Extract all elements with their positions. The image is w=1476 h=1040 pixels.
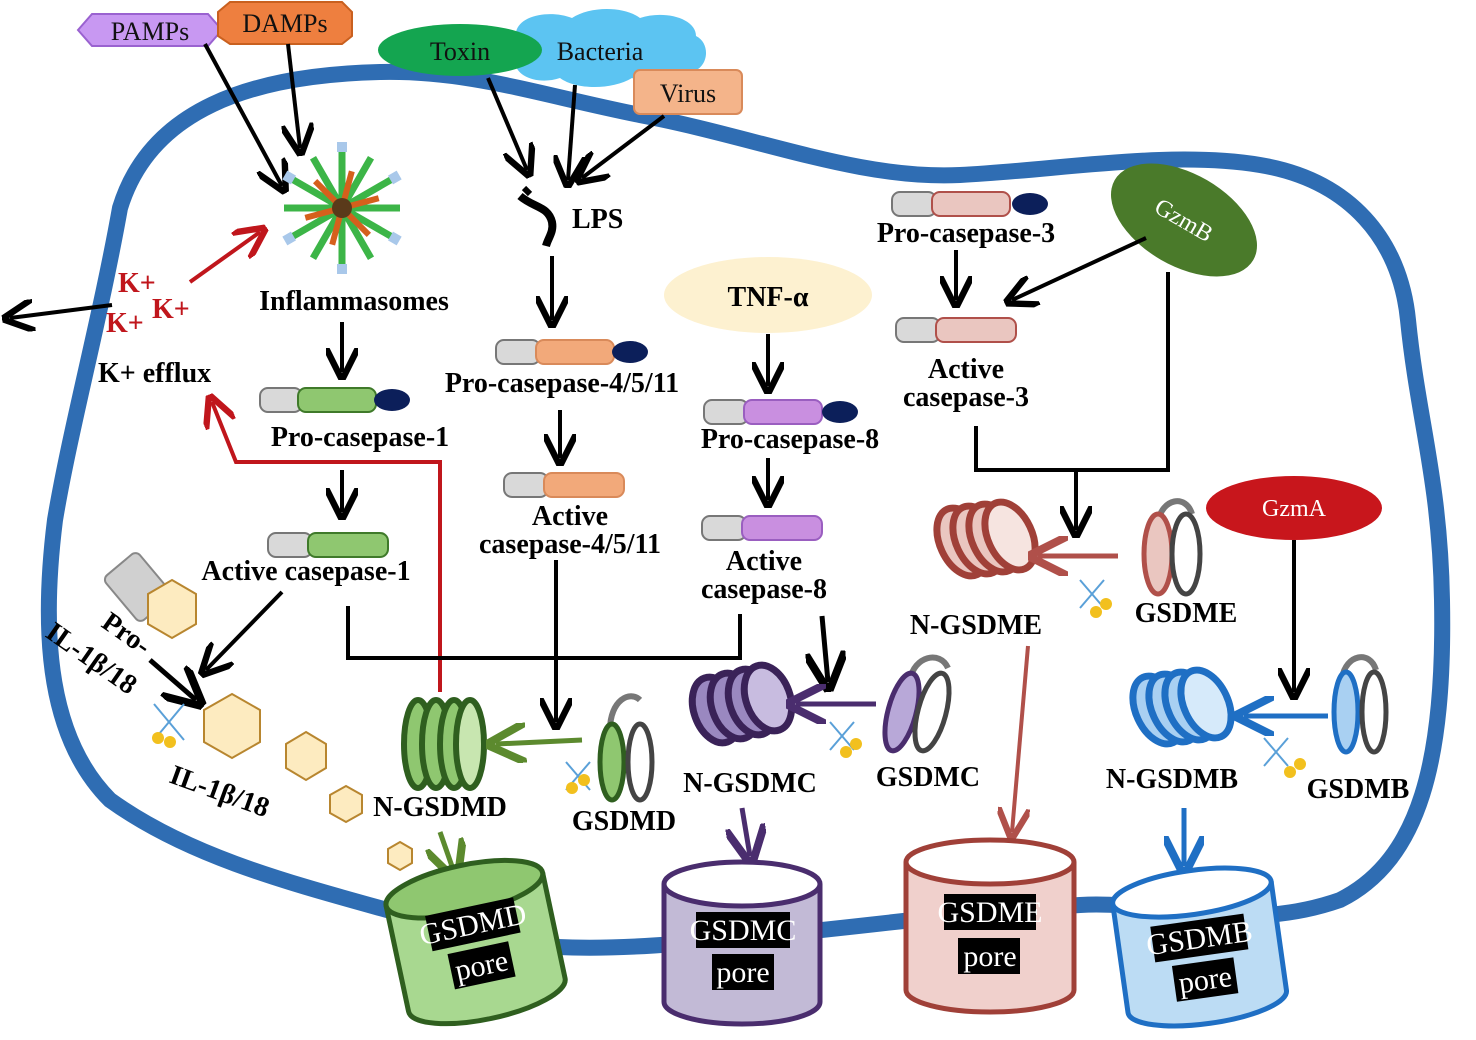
pamps-label: PAMPs <box>111 17 190 46</box>
gsdmc-icon <box>882 654 952 754</box>
toxin-ellipse: Toxin <box>378 24 542 76</box>
active-caspase-4511-icon <box>503 472 625 498</box>
toxin-label: Toxin <box>430 37 490 66</box>
k-efflux-label: K+ efflux <box>98 358 211 389</box>
active-caspase-8-icon <box>701 515 823 541</box>
pro-caspase-4511-label: Pro-casepase-4/5/11 <box>445 368 679 399</box>
scissors-icon <box>152 703 185 748</box>
k-ion-2: K+ <box>106 308 144 339</box>
n-gsdme-label: N-GSDME <box>910 610 1042 641</box>
il-hexagons <box>203 692 413 872</box>
damps-label: DAMPs <box>242 9 327 38</box>
n-gsdmc-label: N-GSDMC <box>683 768 817 799</box>
n-gsdmd-label: N-GSDMD <box>373 792 507 823</box>
gsdmb-icon <box>1331 654 1389 755</box>
n-gsdmc-icon <box>688 661 796 747</box>
gzma-label: GzmA <box>1262 496 1327 522</box>
inflammasome-icon <box>282 142 402 274</box>
gsdme-icon <box>1141 498 1203 597</box>
active-caspase-3-label-2: casepase-3 <box>903 382 1029 413</box>
gsdmc-label: GSDMC <box>876 762 980 793</box>
active-caspase-4511-label-2: casepase-4/5/11 <box>479 529 661 560</box>
damps-tag: DAMPs <box>217 1 353 45</box>
active-caspase-3-label-1: Active <box>928 354 1004 385</box>
active-caspase-3-icon <box>895 317 1017 343</box>
active-caspase-8-label-1: Active <box>726 546 802 577</box>
active-caspase-1-label: Active casepase-1 <box>201 556 410 587</box>
gsdmd-pore: GSDMD pore <box>383 857 568 1027</box>
virus-box: Virus <box>633 69 743 115</box>
pro-caspase-1-label: Pro-casepase-1 <box>271 422 449 453</box>
il-label: IL-1β/18 <box>166 759 274 824</box>
inflammasomes-label: Inflammasomes <box>259 286 449 317</box>
pro-caspase-8-label: Pro-casepase-8 <box>701 424 879 455</box>
tnf-ellipse: TNF-α <box>664 257 872 333</box>
bacteria-cloud: Bacteria <box>503 9 707 87</box>
gsdme-label: GSDME <box>1135 598 1238 629</box>
gsdme-scissors-icon <box>1079 579 1112 618</box>
gsdmb-pore: GSDMB pore <box>1110 865 1289 1029</box>
lps-label: LPS <box>572 204 623 235</box>
lps-icon <box>517 185 557 248</box>
gsdmc-pore-label-2: pore <box>716 956 769 989</box>
active-caspase-8-label-2: casepase-8 <box>701 574 827 605</box>
n-gsdmb-label: N-GSDMB <box>1106 764 1238 795</box>
pro-caspase-4511-icon <box>495 339 648 365</box>
gsdmc-pore: GSDMC pore <box>661 859 823 1027</box>
gsdmd-label: GSDMD <box>572 806 676 837</box>
active-caspase-4511-label-1: Active <box>532 501 608 532</box>
gzmb-ellipse: GzmB <box>1111 163 1257 277</box>
k-ion-1: K+ <box>118 268 156 299</box>
gsdme-pore-label-2: pore <box>963 940 1016 973</box>
pro-caspase-3-icon <box>891 191 1048 217</box>
gsdmc-pore-label-1: GSDMC <box>690 914 797 947</box>
gsdmb-pore-label-2: pore <box>1177 960 1234 1000</box>
pro-caspase-8-icon <box>703 399 858 425</box>
gsdmb-label: GSDMB <box>1307 774 1410 805</box>
pro-il-icon <box>103 552 197 640</box>
n-gsdmb-icon <box>1129 666 1235 748</box>
pamps-tag: PAMPs <box>76 13 224 47</box>
gzma-ellipse: GzmA <box>1206 476 1382 540</box>
k-ion-3: K+ <box>152 294 190 325</box>
gsdme-pore-label-1: GSDME <box>937 896 1042 929</box>
gsdme-pore: GSDME pore <box>903 837 1077 1015</box>
pro-caspase-3-label: Pro-casepase-3 <box>877 218 1055 249</box>
tnf-label: TNF-α <box>728 282 809 313</box>
gsdmc-scissors-icon <box>829 721 862 758</box>
pro-caspase-1-icon <box>259 387 410 413</box>
active-caspase-1-icon <box>267 532 389 558</box>
gsdmd-icon <box>597 693 655 803</box>
cell-membrane <box>40 63 1451 956</box>
gsdmb-scissors-icon <box>1263 737 1306 778</box>
n-gsdme-icon <box>933 498 1039 580</box>
n-gsdmd-icon <box>401 697 487 791</box>
gsdmd-scissors-icon <box>565 761 591 794</box>
virus-label: Virus <box>660 79 716 108</box>
bacteria-label: Bacteria <box>557 37 644 66</box>
